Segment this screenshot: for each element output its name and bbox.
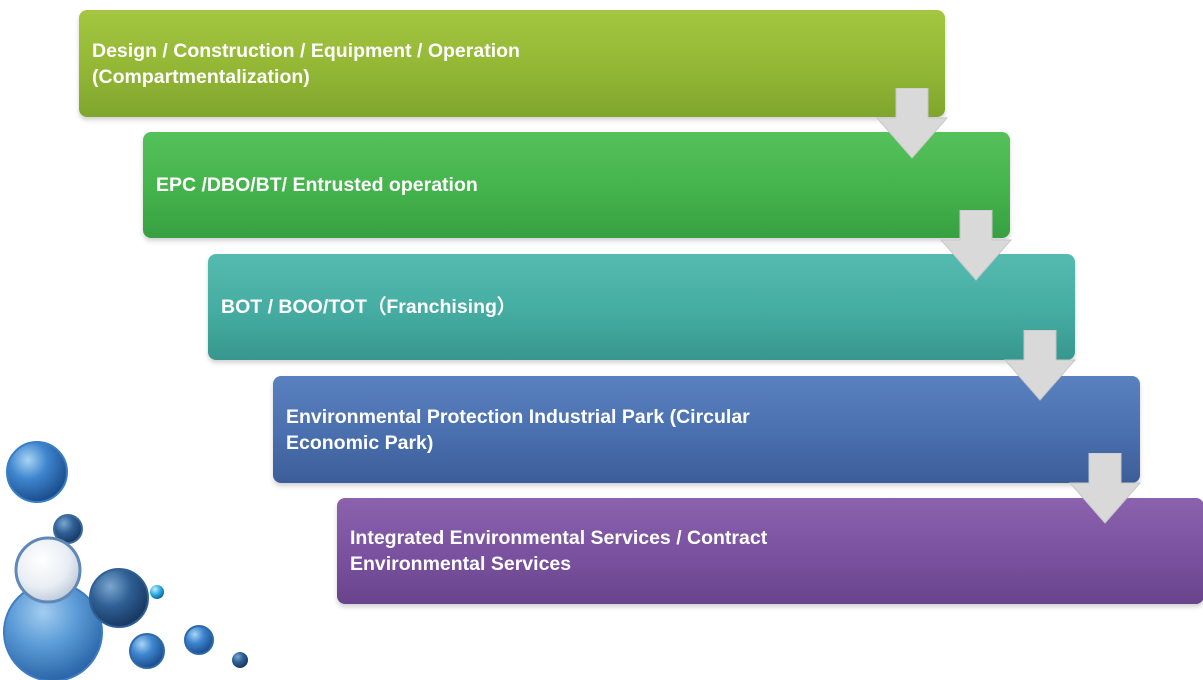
- arrow-down-icon: [1068, 453, 1142, 524]
- step-box-integrated-services: Integrated Environmental Services / Cont…: [337, 498, 1203, 604]
- step-box-design-construction: Design / Construction / Equipment / Oper…: [79, 10, 945, 117]
- step-text: Environmental Protection Industrial Park…: [286, 404, 750, 456]
- bubble: [184, 625, 214, 655]
- bubble: [129, 633, 165, 669]
- step-line-1: BOT / BOO/TOT（Franchising）: [221, 296, 517, 318]
- arrow-down-icon: [1003, 330, 1077, 401]
- step-line-2: (Compartmentalization): [92, 65, 310, 88]
- step-line-1: EPC /DBO/BT/ Entrusted operation: [156, 174, 478, 196]
- step-line-2: Economic Park): [286, 431, 434, 454]
- step-box-epc: EPC /DBO/BT/ Entrusted operation: [143, 132, 1010, 238]
- arrow-down-icon: [939, 210, 1013, 281]
- bubble: [150, 585, 164, 599]
- step-line-2: Environmental Services: [350, 553, 572, 575]
- bubble: [232, 652, 248, 668]
- bubble: [6, 441, 68, 503]
- step-line-1: Environmental Protection Industrial Park…: [286, 405, 750, 428]
- step-line-1: Integrated Environmental Services / Cont…: [350, 527, 768, 549]
- step-text: Design / Construction / Equipment / Oper…: [92, 38, 520, 90]
- arrow-down-icon: [875, 88, 949, 159]
- bubble: [89, 568, 149, 628]
- bubble: [53, 514, 83, 544]
- step-text: Integrated Environmental Services / Cont…: [350, 525, 767, 577]
- step-text: EPC /DBO/BT/ Entrusted operation: [156, 172, 478, 198]
- decorative-bubbles: [3, 441, 248, 680]
- step-box-bot: BOT / BOO/TOT（Franchising）: [208, 254, 1075, 360]
- step-text: BOT / BOO/TOT（Franchising）: [221, 294, 516, 320]
- step-box-industrial-park: Environmental Protection Industrial Park…: [273, 376, 1140, 483]
- bubble: [14, 536, 82, 604]
- step-line-1: Design / Construction / Equipment / Oper…: [92, 39, 520, 62]
